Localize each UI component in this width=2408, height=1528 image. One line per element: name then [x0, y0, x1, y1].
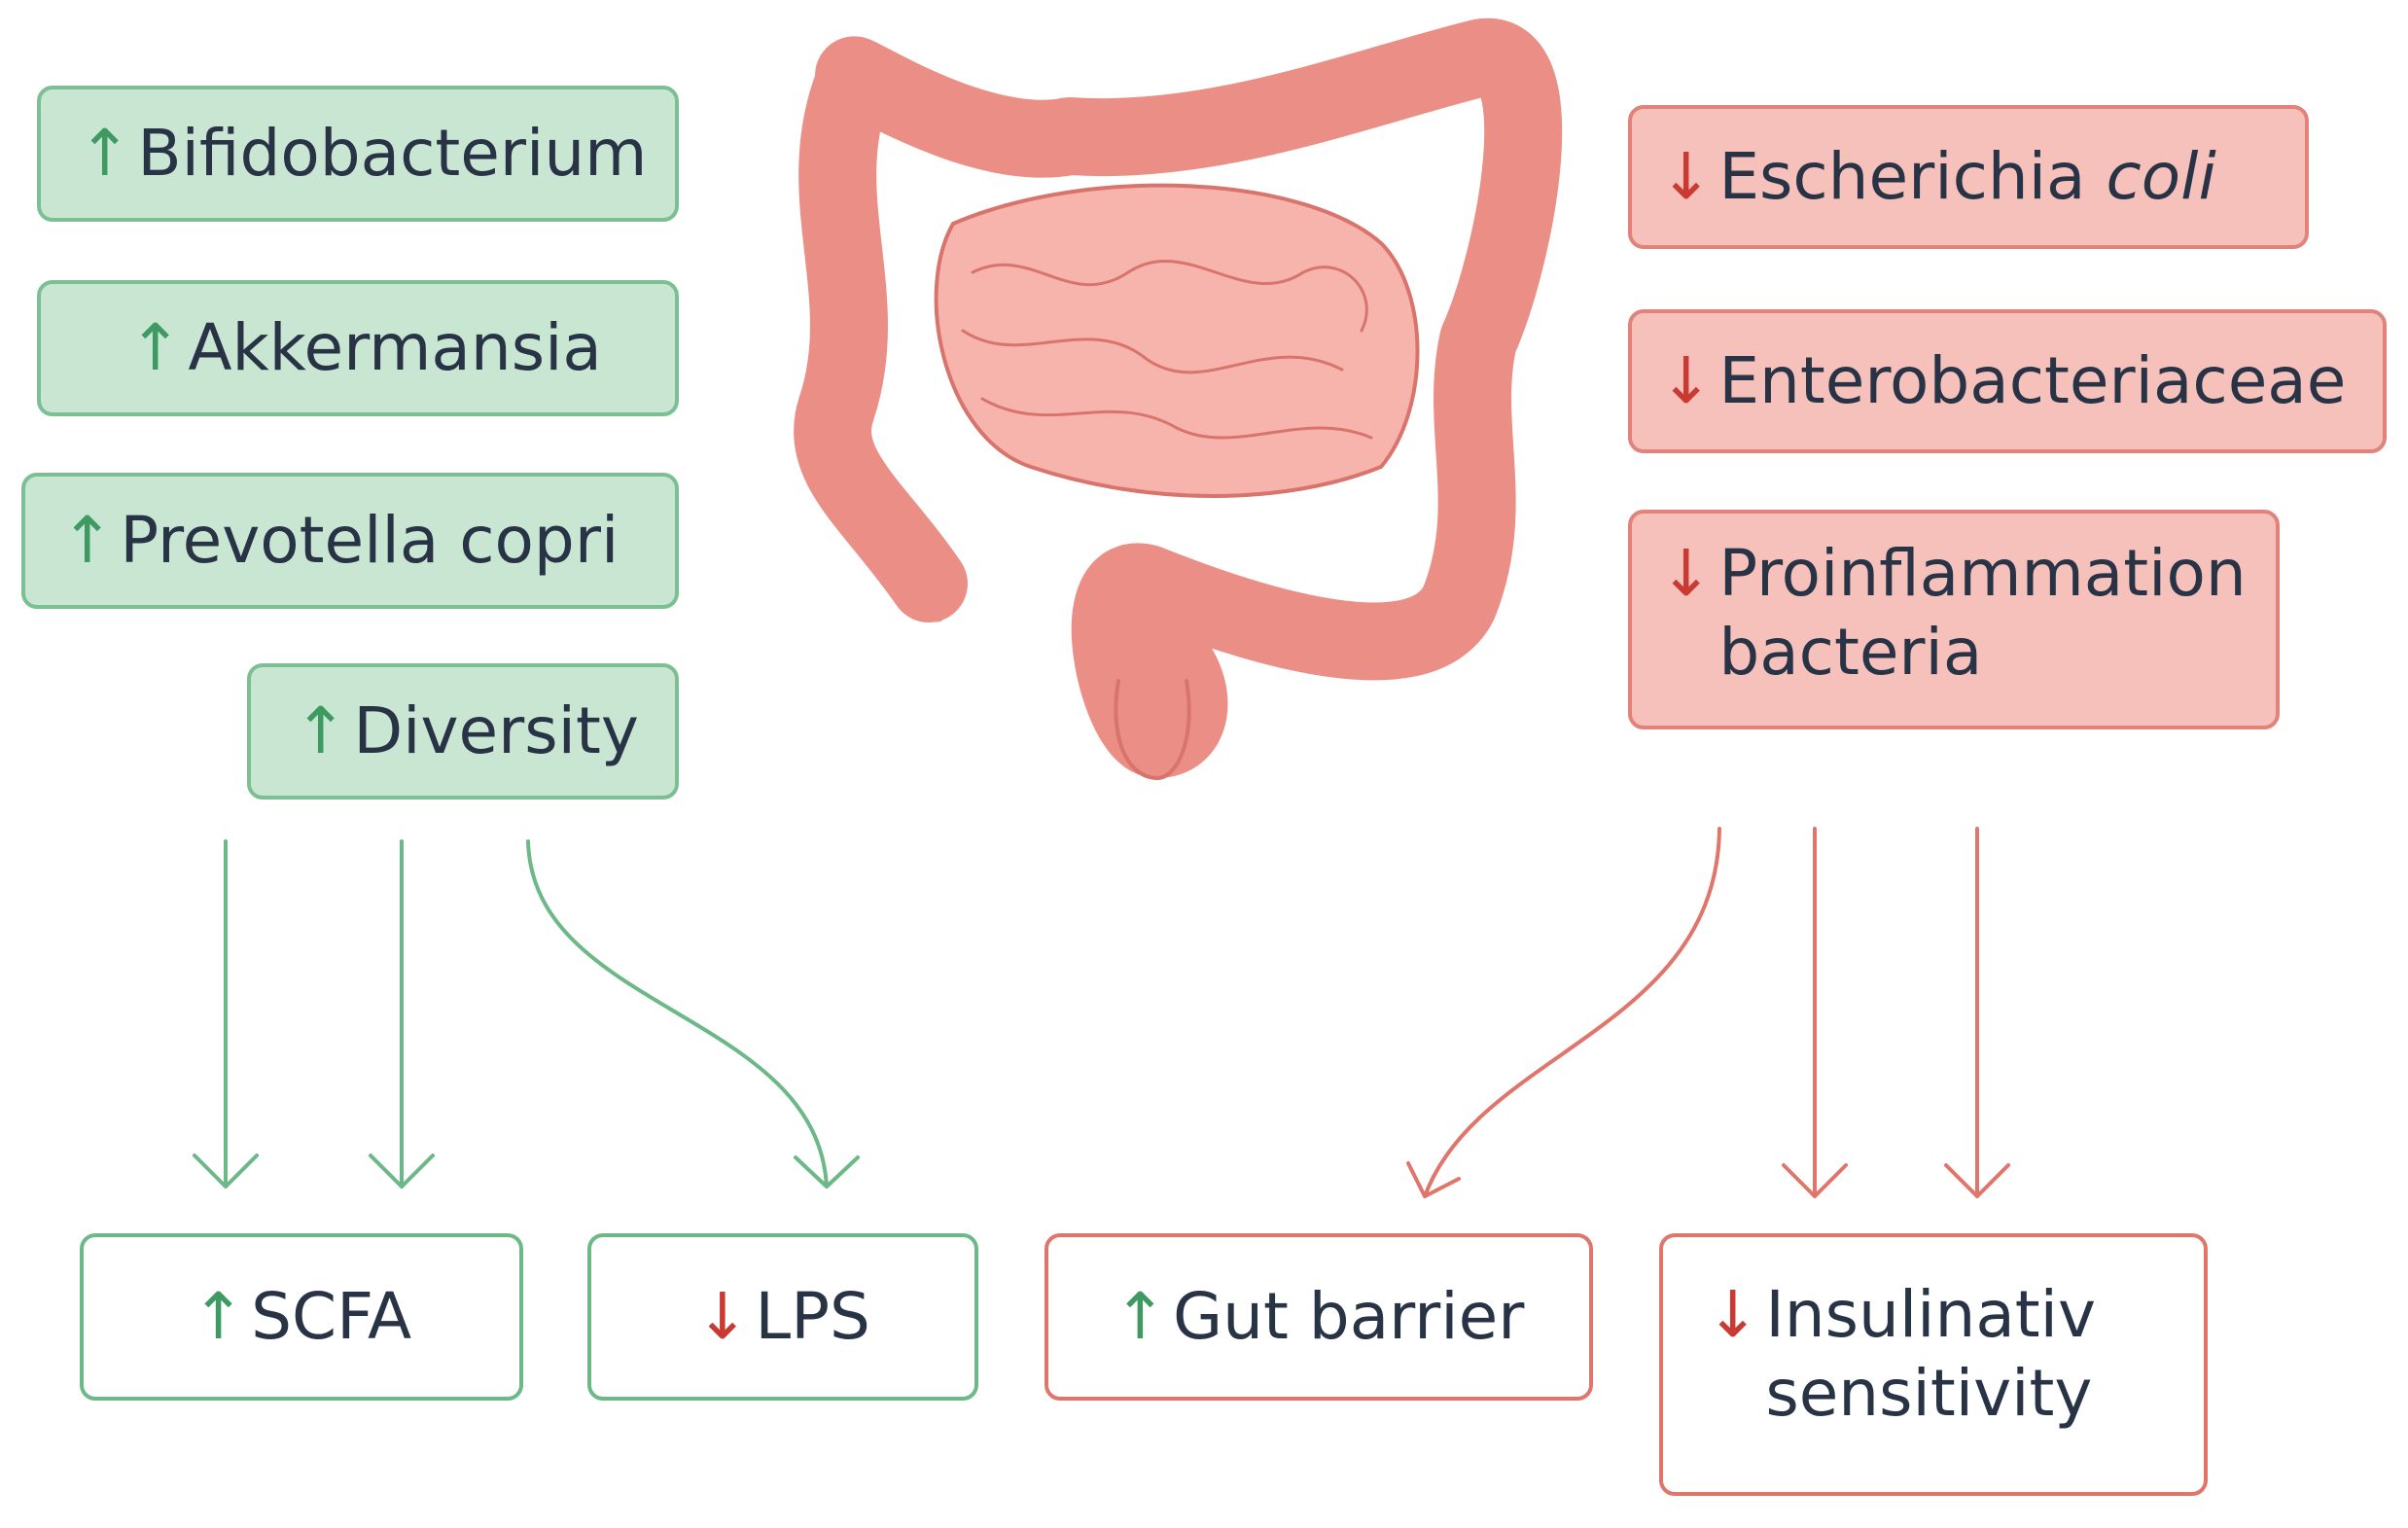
arrow-to-scfa-2: [369, 839, 435, 1189]
label-bifidobacterium: Bifidobacterium: [137, 116, 648, 192]
down-arrow-icon: ↓: [1659, 139, 1714, 215]
label-enterobacteriaceae: Enterobacteriaceae: [1718, 343, 2347, 419]
arrow-to-insulin-1: [1782, 827, 1848, 1198]
label-scfa: SCFA: [251, 1279, 412, 1355]
label-insulin: Insulinativ sensitivity: [1765, 1276, 2096, 1433]
up-arrow-icon: ↑: [294, 693, 348, 769]
box-akkermansia: ↑ Akkermansia: [37, 280, 679, 416]
down-arrow-icon: ↓: [695, 1279, 750, 1355]
box-prevotella: ↑ Prevotella copri: [21, 473, 679, 609]
label-prevotella: Prevotella copri: [120, 503, 620, 579]
down-arrow-icon: ↓: [1659, 343, 1714, 419]
arrow-to-gut-barrier: [1406, 827, 1721, 1198]
up-arrow-icon: ↑: [78, 116, 132, 192]
label-diversity: Diversity: [353, 693, 639, 769]
arrow-to-scfa-1: [193, 839, 259, 1189]
label-proinflammation-line2: bacteria: [1718, 614, 1983, 690]
label-proinflammation-line1: Proinflammation: [1718, 536, 2247, 611]
label-insulin-line1: Insulinativ: [1765, 1277, 2097, 1352]
box-escherichia: ↓ Escherichia coli: [1628, 105, 2309, 249]
label-gut-barrier: Gut barrier: [1172, 1279, 1525, 1355]
outcome-gut-barrier: ↑ Gut barrier: [1045, 1233, 1593, 1401]
box-enterobacteriaceae: ↓ Enterobacteriaceae: [1628, 309, 2387, 453]
label-escherichia: Escherichia coli: [1718, 139, 2216, 215]
outcome-insulin: ↓ Insulinativ sensitivity: [1659, 1233, 2208, 1496]
arrow-to-lps: [526, 839, 860, 1189]
outcome-lps: ↓ LPS: [587, 1233, 978, 1401]
box-bifidobacterium: ↑ Bifidobacterium: [37, 86, 679, 222]
red-arrows: [1406, 827, 2010, 1198]
label-lps: LPS: [755, 1279, 870, 1355]
outcome-scfa: ↑ SCFA: [80, 1233, 523, 1401]
arrow-to-insulin-2: [1944, 827, 2010, 1198]
up-arrow-icon: ↑: [191, 1279, 246, 1355]
up-arrow-icon: ↑: [1113, 1279, 1167, 1355]
label-proinflammation: Proinflammation bacteria: [1718, 535, 2246, 692]
label-insulin-line2: sensitivity: [1765, 1355, 2093, 1431]
green-arrows: [193, 839, 860, 1189]
down-arrow-icon: ↓: [1706, 1277, 1760, 1352]
down-arrow-icon: ↓: [1659, 536, 1714, 611]
up-arrow-icon: ↑: [128, 310, 183, 386]
box-proinflammation: ↓ Proinflammation bacteria: [1628, 510, 2280, 729]
label-akkermansia: Akkermansia: [188, 310, 602, 386]
up-arrow-icon: ↑: [60, 503, 115, 579]
box-diversity: ↑ Diversity: [247, 663, 679, 800]
